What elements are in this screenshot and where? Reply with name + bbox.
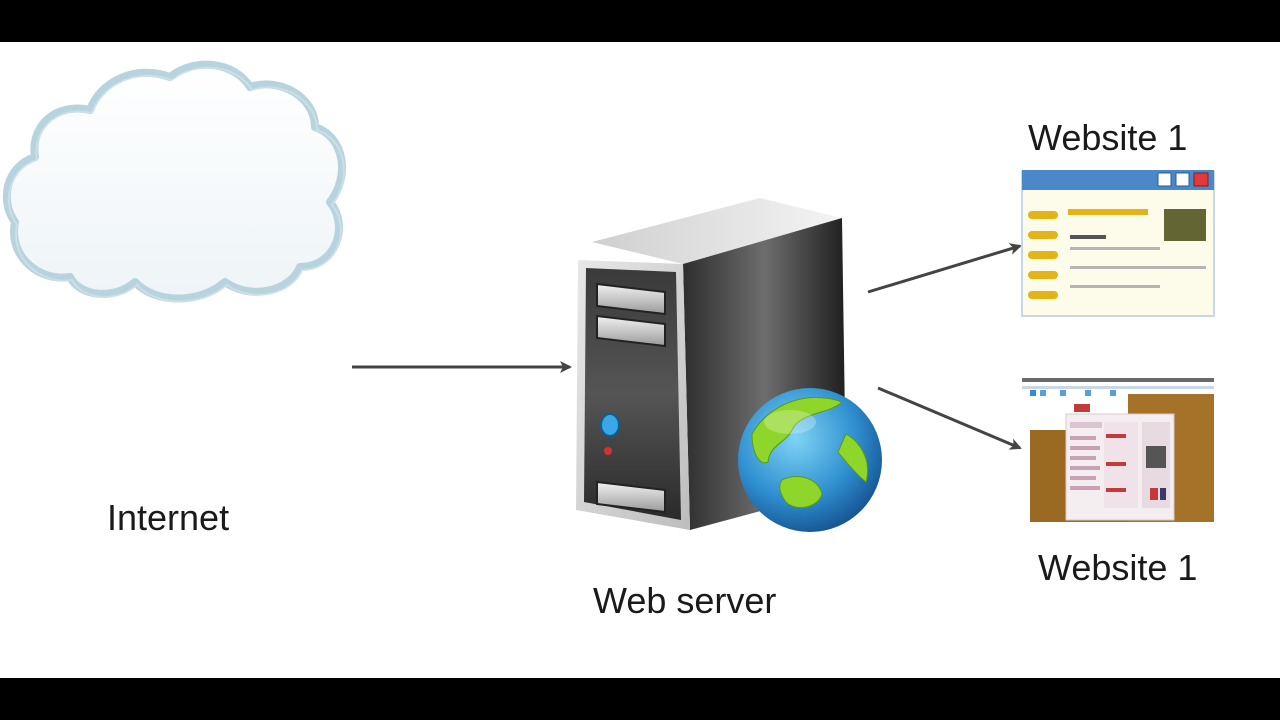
cloud-icon xyxy=(2,60,346,303)
website-bottom-label: Website 1 xyxy=(1038,547,1198,588)
browser-window-icon xyxy=(1021,170,1215,317)
web-server-label: Web server xyxy=(593,580,777,621)
website-screenshot-icon xyxy=(1022,378,1214,522)
letterbox-bottom-bar xyxy=(0,678,1280,720)
diagram-canvas: Internet Web server Website 1 Website 1 xyxy=(0,42,1280,678)
internet-label: Internet xyxy=(107,497,230,538)
letterbox-top-bar xyxy=(0,0,1280,42)
arrow-server-to-website-bottom xyxy=(877,386,1022,450)
diagram-graphics xyxy=(2,60,1215,532)
globe-icon xyxy=(738,388,882,532)
arrow-server-to-website-top xyxy=(867,243,1022,294)
website-top-label: Website 1 xyxy=(1028,117,1188,158)
